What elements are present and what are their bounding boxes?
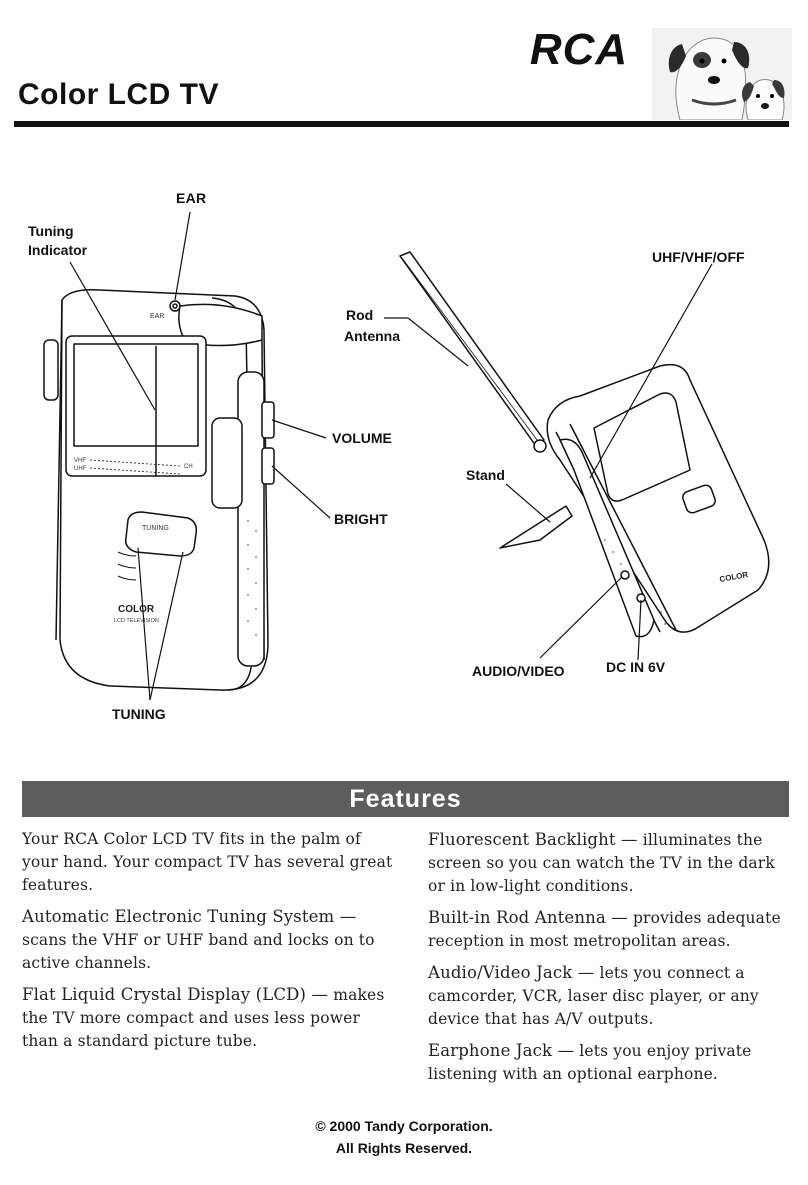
device-ear-text: EAR <box>150 313 164 320</box>
device-ch-text: CH <box>184 464 193 470</box>
feature-desc: provides adequate reception in most metr… <box>428 909 781 950</box>
feature-desc: makes the TV more compact and uses less … <box>22 986 385 1050</box>
feature-name: Automatic Electronic Tuning System — <box>22 907 357 926</box>
label-antenna: Antenna <box>344 328 400 344</box>
device-vhf-text: VHF <box>74 458 86 464</box>
device-tuning-text: TUNING <box>142 525 169 532</box>
features-heading: Features <box>349 785 462 813</box>
features-bar <box>22 781 789 817</box>
label-bright: BRIGHT <box>334 511 388 527</box>
angled-view-tv: COLOR <box>399 251 770 638</box>
feature-item: Automatic Electronic Tuning System — sca… <box>22 905 394 975</box>
feature-name: Built-in Rod Antenna — <box>428 908 628 927</box>
copyright-text: © 2000 Tandy Corporation. <box>315 1118 493 1134</box>
feature-desc: illuminates the screen so you can watch … <box>428 831 775 895</box>
feature-name: Flat Liquid Crystal Display (LCD) — <box>22 985 329 1004</box>
feature-name: Audio/Video Jack — <box>428 963 595 982</box>
page-title: Color LCD TV <box>18 78 219 111</box>
rca-logo-text: RCA <box>530 28 628 70</box>
feature-name: Earphone Jack — <box>428 1041 575 1060</box>
device-color-text: COLOR <box>118 604 155 615</box>
feature-item: Audio/Video Jack — lets you connect a ca… <box>428 961 792 1031</box>
feature-item: Flat Liquid Crystal Display (LCD) — make… <box>22 983 394 1053</box>
leader-lines <box>69 211 713 701</box>
label-dc-in: DC IN 6V <box>606 659 666 675</box>
feature-item: Fluorescent Backlight — illuminates the … <box>428 828 792 898</box>
features-right-column: Fluorescent Backlight — illuminates the … <box>428 828 792 1094</box>
label-tuning-indicator-2: Indicator <box>28 242 88 258</box>
label-tuning-indicator-1: Tuning <box>28 223 74 239</box>
feature-item: Built-in Rod Antenna — provides adequate… <box>428 906 792 953</box>
front-view-tv: EAR VHF UHF CH TUNING COLOR LCD TELEVISI… <box>43 288 275 691</box>
device-lcd-text: LCD TELEVISION <box>114 618 159 624</box>
feature-desc: lets you enjoy private listening with an… <box>428 1042 752 1083</box>
feature-name: Fluorescent Backlight — <box>428 830 638 849</box>
features-intro: Your RCA Color LCD TV fits in the palm o… <box>22 830 393 894</box>
label-rod: Rod <box>346 307 373 323</box>
title-rule <box>14 121 789 127</box>
tv-diagram: EAR VHF UHF CH TUNING COLOR LCD TELEVISI… <box>28 190 770 722</box>
label-volume: VOLUME <box>332 430 392 446</box>
feature-desc: lets you connect a camcorder, VCR, laser… <box>428 964 759 1028</box>
features-left-column: Your RCA Color LCD TV fits in the palm o… <box>22 828 394 1061</box>
feature-desc: scans the VHF or UHF band and locks on t… <box>22 931 375 972</box>
nipper-chipper-dogs-image <box>652 28 792 120</box>
footer: © 2000 Tandy Corporation. All Rights Res… <box>0 1115 808 1159</box>
label-stand: Stand <box>466 467 505 483</box>
rights-text: All Rights Reserved. <box>335 1140 473 1156</box>
device-uhf-text: UHF <box>74 466 87 472</box>
label-audio-video: AUDIO/VIDEO <box>472 663 565 679</box>
label-ear: EAR <box>176 190 206 206</box>
label-uhf-vhf-off: UHF/VHF/OFF <box>652 249 745 265</box>
rca-logo: RCA <box>515 28 643 70</box>
label-tuning: TUNING <box>112 706 166 722</box>
feature-item: Earphone Jack — lets you enjoy private l… <box>428 1039 792 1086</box>
